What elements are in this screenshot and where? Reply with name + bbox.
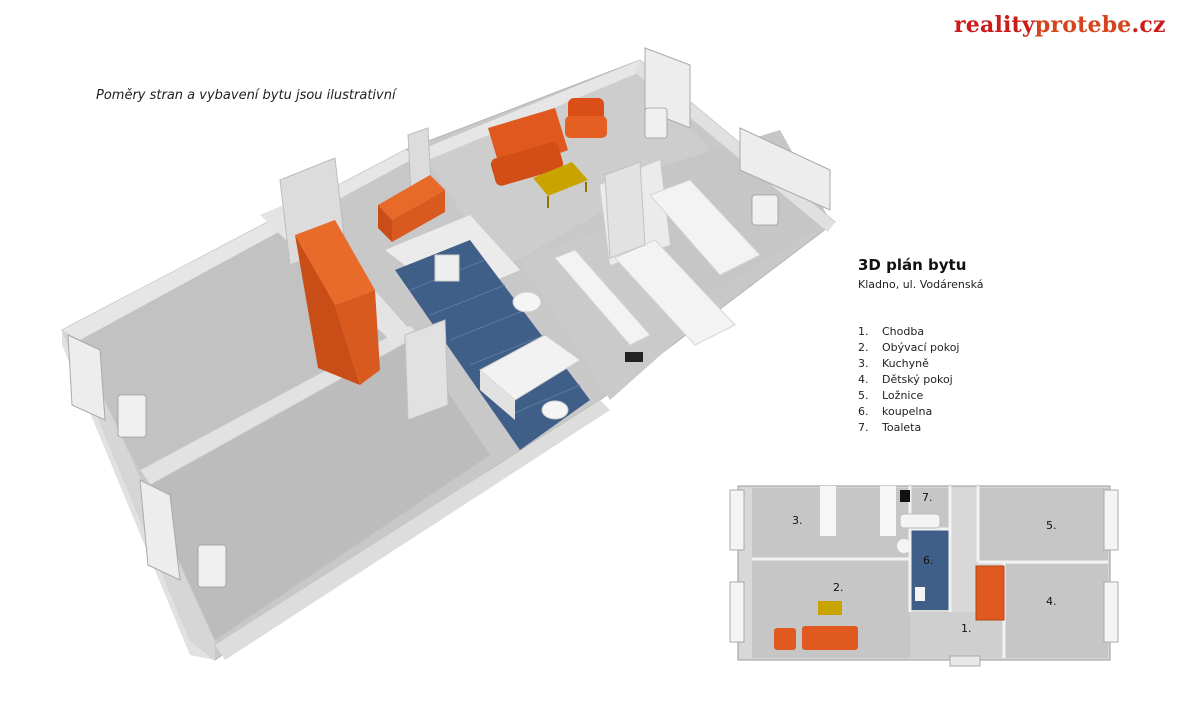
iso-apartment xyxy=(61,47,836,661)
legend-item: 5.Ložnice xyxy=(858,389,924,402)
plan-label-7: 7. xyxy=(922,491,933,504)
logo-part-1: reality xyxy=(954,12,1035,38)
iso-wall-top xyxy=(420,60,645,160)
plan-wardrobe xyxy=(975,565,1005,621)
plan-windows xyxy=(729,489,1119,643)
legend-item: 3.Kuchyně xyxy=(858,357,929,370)
iso-bathtub xyxy=(479,334,581,401)
iso-window-left-2 xyxy=(139,479,181,581)
plan-entrance xyxy=(949,655,981,667)
flat-plan: 3. 2. 7. 6. 5. 4. 1. xyxy=(729,485,1119,667)
iso-door-bath xyxy=(404,319,449,421)
iso-floor-left-room-lower xyxy=(145,335,490,640)
plan-bathtub xyxy=(899,513,941,529)
iso-window-right xyxy=(739,127,831,211)
plan-kitchen-counter xyxy=(820,486,836,536)
plan-label-4: 4. xyxy=(1046,595,1057,608)
iso-wardrobe xyxy=(295,220,380,385)
plan-sofa xyxy=(802,626,858,650)
legend-item: 6.koupelna xyxy=(858,405,933,418)
iso-window-left-1 xyxy=(67,334,106,421)
plan-label-2: 2. xyxy=(833,581,844,594)
plan-room-4 xyxy=(1004,564,1108,658)
brand-logo[interactable]: realityprotebe.cz xyxy=(954,12,1166,38)
plan-label-3: 3. xyxy=(792,514,803,527)
plan-label-6: 6. xyxy=(923,554,934,567)
plan-room-5 xyxy=(978,488,1108,562)
illustrative-note: Poměry stran a vybavení bytu jsou ilustr… xyxy=(96,88,396,103)
iso-door-right xyxy=(604,161,646,259)
legend-item: 7.Toaleta xyxy=(858,421,922,434)
iso-radiator xyxy=(117,107,779,588)
iso-armchair xyxy=(565,98,607,138)
iso-coffee-table xyxy=(533,162,588,208)
plan-coffee-table xyxy=(818,601,842,615)
iso-bathroom-floor xyxy=(395,240,590,450)
iso-sofa xyxy=(488,108,568,186)
plan-address: Kladno, ul. Vodárenská xyxy=(858,278,984,291)
iso-bathtub-side xyxy=(480,370,515,420)
legend-item: 4.Dětský pokoj xyxy=(858,373,953,386)
iso-kitchen-counter xyxy=(554,249,651,346)
plan-sink xyxy=(897,539,911,553)
plan-toilet-black xyxy=(900,490,910,502)
legend-item: 1.Chodba xyxy=(858,325,925,338)
plan-kitchen-counter-2 xyxy=(880,486,896,536)
logo-part-3: .cz xyxy=(1131,12,1166,38)
logo-part-2: protebe xyxy=(1034,12,1132,38)
iso-sink xyxy=(512,291,542,313)
plan-armchair xyxy=(774,628,796,650)
iso-kitchen-cabinet xyxy=(378,175,445,242)
plan-label-5: 5. xyxy=(1046,519,1057,532)
iso-wall-bottom xyxy=(215,400,610,660)
room-legend: 1.Chodba 2.Obývací pokoj 3.Kuchyně 4.Dět… xyxy=(858,324,959,436)
plan-toilet xyxy=(915,587,925,601)
iso-washing-machine xyxy=(434,254,460,282)
iso-stove xyxy=(625,352,643,362)
plan-info: 3D plán bytu Kladno, ul. Vodárenská xyxy=(858,256,984,291)
iso-toilet xyxy=(541,400,569,420)
plan-label-1: 1. xyxy=(961,622,972,635)
iso-bed-2 xyxy=(649,179,761,276)
legend-item: 2.Obývací pokoj xyxy=(858,341,960,354)
plan-title: 3D plán bytu xyxy=(858,256,967,274)
